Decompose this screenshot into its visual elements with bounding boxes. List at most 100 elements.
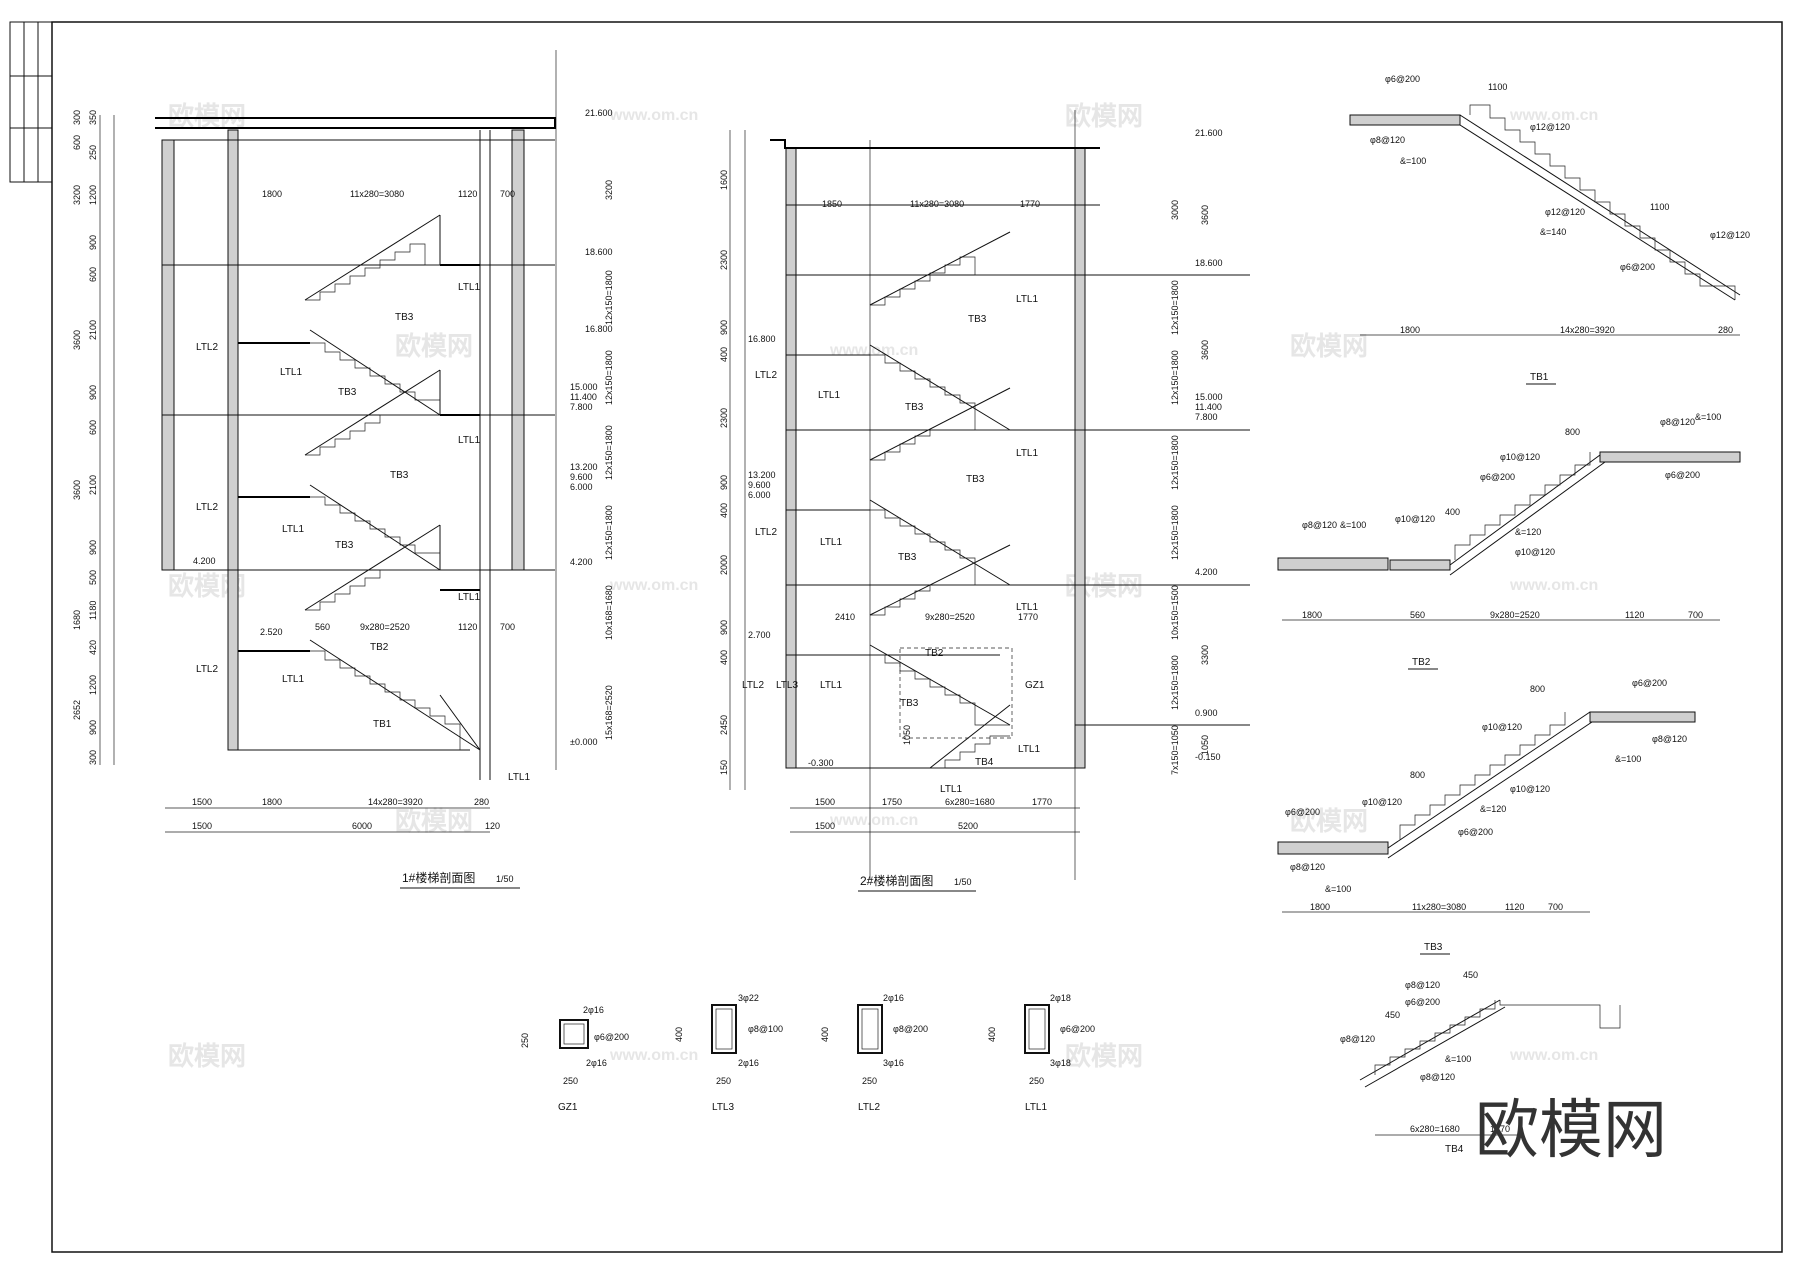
dimension-label: 3600 <box>1200 340 1210 360</box>
dimension-label: 450 <box>1385 1010 1400 1020</box>
dimension-label: &=100 <box>1340 520 1366 530</box>
watermark-site: www.om.cn <box>1509 577 1598 594</box>
dimension-label: 1750 <box>882 797 902 807</box>
dimension-label: TB3 <box>905 402 924 413</box>
dimension-label: φ6@200 <box>1665 470 1700 480</box>
dimension-label: φ8@120 <box>1405 980 1440 990</box>
dimension-label: φ8@120 <box>1420 1072 1455 1082</box>
dimension-label: 500 <box>88 570 98 585</box>
dimension-label: 800 <box>1410 770 1425 780</box>
dimension-label: 1500 <box>815 821 835 831</box>
dimension-label: LTL1 <box>820 537 842 548</box>
dimension-label: TB3 <box>335 540 354 551</box>
dimension-label: 1680 <box>72 610 82 630</box>
dimension-label: 7.800 <box>570 402 593 412</box>
tb4-detail: 450 φ8@120 φ6@200 450 φ8@120 &=100 φ8@12… <box>1340 970 1621 1155</box>
stair1-section <box>99 50 557 780</box>
dimension-label: φ6@200 <box>594 1032 629 1042</box>
stair1-caption: 1#楼梯剖面图 <box>402 870 475 885</box>
dimension-label: 1120 <box>1505 902 1524 912</box>
dimension-label: 9x280=2520 <box>925 612 975 622</box>
dimension-label: φ6@200 <box>1385 74 1420 84</box>
dimension-label: TB3 <box>900 698 919 709</box>
dimension-label: 6x280=1680 <box>1410 1124 1460 1134</box>
stair2-right-wall <box>1074 147 1086 769</box>
dimension-label: TB3 <box>390 470 409 481</box>
dimension-label: LTL1 <box>508 772 530 783</box>
ltl3-section: 3φ22 φ8@100 2φ16 400 250 LTL3 <box>674 993 783 1113</box>
dimension-label: 1770 <box>1018 612 1038 622</box>
dimension-label: LTL1 <box>1016 448 1038 459</box>
watermark-site: www.om.cn <box>829 812 918 829</box>
dimension-label: 18.600 <box>1195 258 1223 268</box>
dimension-label: LTL1 <box>818 390 840 401</box>
dimension-label: 300 <box>72 110 82 125</box>
dimension-label: φ8@120 <box>1370 135 1405 145</box>
dimension-label: 350 <box>88 110 98 125</box>
dimension-label: 16.800 <box>748 334 776 344</box>
dimension-label: 800 <box>1565 427 1580 437</box>
dimension-label: LTL3 <box>712 1102 734 1113</box>
dimension-label: 16.800 <box>585 324 613 334</box>
tb2-title: TB2 <box>1412 657 1431 668</box>
dimension-label: TB1 <box>373 719 392 730</box>
dimension-label: φ8@200 <box>893 1024 928 1034</box>
dimension-label: 1800 <box>1302 610 1322 620</box>
dimension-label: LTL1 <box>282 674 304 685</box>
tb3-detail: 800 φ6@200 φ10@120 φ8@120 &=100 φ6@200 8… <box>1277 678 1696 955</box>
tb1-detail: φ6@200 1100 φ8@120 φ12@120 &=100 φ12@120… <box>1349 74 1750 385</box>
watermark-layer: 欧模网 欧模网 欧模网 欧模网 欧模网 欧模网 欧模网 欧模网 欧模网 欧模网 … <box>168 101 1598 1071</box>
dimension-label: LTL3 <box>776 680 798 691</box>
dimension-label: 1120 <box>458 622 477 632</box>
dimension-label: 3600 <box>72 480 82 500</box>
dimension-label: 4.200 <box>1195 567 1218 577</box>
dimension-label: 13.200 <box>570 462 598 472</box>
dimension-label: 2φ18 <box>1050 993 1071 1003</box>
dimension-label: 15x168=2520 <box>604 685 614 740</box>
dimension-label: 3200 <box>604 180 614 200</box>
watermark-site: www.om.cn <box>1509 1047 1598 1064</box>
dimension-label: 560 <box>1410 610 1425 620</box>
dimension-label: φ6@200 <box>1060 1024 1095 1034</box>
dimension-label: 7.800 <box>1195 412 1218 422</box>
dimension-label: 800 <box>1530 684 1545 694</box>
dimension-label: LTL1 <box>280 367 302 378</box>
dimension-label: TB2 <box>925 648 944 659</box>
stair1-scale: 1/50 <box>496 874 514 884</box>
dimension-label: φ8@120 <box>1652 734 1687 744</box>
dimension-label: φ10@120 <box>1500 452 1540 462</box>
dimension-label: 12x150=1800 <box>604 270 614 325</box>
watermark-site: www.om.cn <box>609 1047 698 1064</box>
dimension-label: 3200 <box>72 185 82 205</box>
dimension-label: LTL2 <box>196 342 218 353</box>
watermark: 欧模网 <box>395 806 473 836</box>
dimension-label: 1500 <box>815 797 835 807</box>
dimension-label: 21.600 <box>585 108 613 118</box>
dimension-label: 600 <box>88 267 98 282</box>
dimension-label: φ6@200 <box>1620 262 1655 272</box>
dimension-label: 1500 <box>192 821 212 831</box>
dimension-label: TB3 <box>966 474 985 485</box>
dimension-label: 18.600 <box>585 247 613 257</box>
dimension-label: LTL2 <box>196 502 218 513</box>
dimension-label: 400 <box>719 503 729 518</box>
dimension-label: LTL2 <box>755 370 777 381</box>
dimension-label: 12x150=1800 <box>1170 350 1180 405</box>
dimension-label: 15.000 <box>570 382 598 392</box>
dimension-label: 280 <box>1718 325 1733 335</box>
dimension-label: 4.200 <box>193 556 216 566</box>
dimension-label: 2φ16 <box>583 1005 604 1015</box>
dimension-label: LTL1 <box>1025 1102 1047 1113</box>
dimension-label: 9.600 <box>570 472 593 482</box>
dimension-label: 700 <box>500 622 515 632</box>
dimension-label: 2.700 <box>748 630 771 640</box>
ltl1-section: 2φ18 φ6@200 3φ18 400 250 LTL1 <box>987 993 1095 1113</box>
dimension-label: 2300 <box>719 250 729 270</box>
dimension-label: 300 <box>88 750 98 765</box>
dimension-label: 900 <box>719 320 729 335</box>
dimension-label: 900 <box>88 540 98 555</box>
dimension-label: TB3 <box>968 314 987 325</box>
dimension-label: LTL1 <box>820 680 842 691</box>
dimension-label: &=100 <box>1615 754 1641 764</box>
